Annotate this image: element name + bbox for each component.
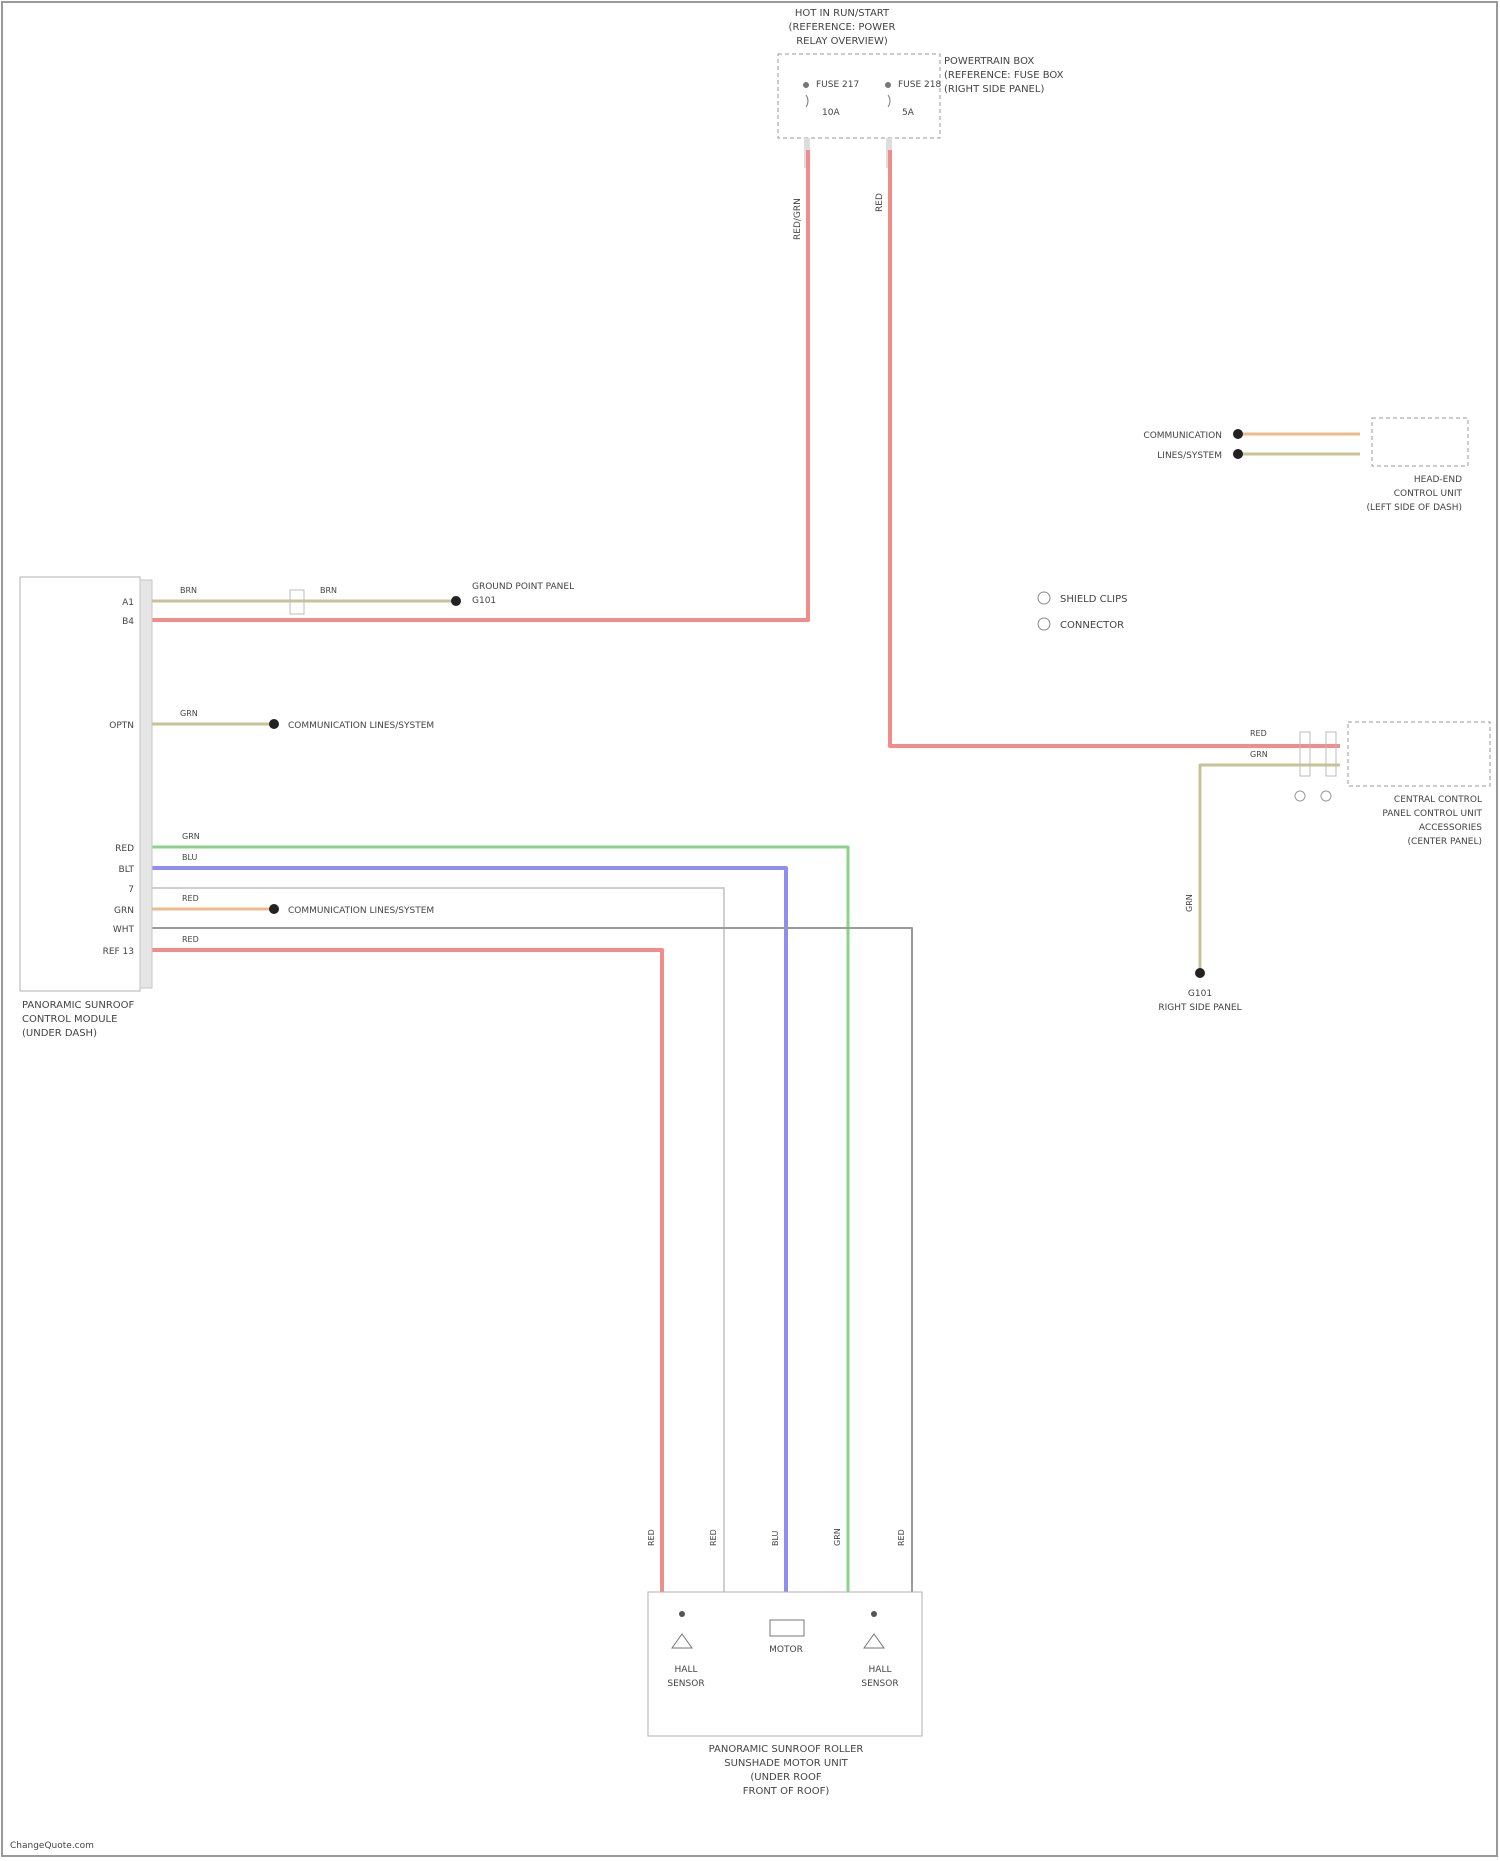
ecu-comm-label-2: LINES/SYSTEM bbox=[1157, 451, 1222, 461]
ecu-splice-2 bbox=[1233, 449, 1243, 459]
fuse-box-side-1: POWERTRAIN BOX bbox=[944, 56, 1034, 67]
wire-tag-6: RED bbox=[182, 894, 199, 903]
wire-label-top-left: RED/GRN bbox=[793, 198, 803, 240]
right-unit-label-2: PANEL CONTROL UNIT bbox=[1382, 809, 1482, 819]
left-pin-wht: WHT bbox=[113, 925, 135, 935]
left-pin-7: 7 bbox=[128, 885, 134, 895]
motor-unit-label-1: PANORAMIC SUNROOF ROLLER bbox=[709, 1744, 864, 1755]
left-pin-optn: OPTN bbox=[109, 721, 134, 731]
wire-tag-3: GRN bbox=[180, 709, 198, 718]
right-ground-label-2: RIGHT SIDE PANEL bbox=[1158, 1003, 1241, 1013]
footer-watermark: ChangeQuote.com bbox=[10, 1841, 94, 1851]
motor-unit-label-2: SUNSHADE MOTOR UNIT bbox=[724, 1758, 848, 1769]
fuse-box-side-3: (RIGHT SIDE PANEL) bbox=[944, 84, 1044, 95]
wire-tag-bottom-1: RED bbox=[647, 1529, 656, 1546]
left-pin-grn: GRN bbox=[114, 906, 134, 916]
wire-tag-4: GRN bbox=[182, 832, 200, 841]
hall-b-terminal bbox=[871, 1611, 877, 1617]
hall-a-terminal bbox=[679, 1611, 685, 1617]
right-ground-label-1: G101 bbox=[1188, 989, 1212, 999]
left-module-label-2: CONTROL MODULE bbox=[22, 1014, 117, 1025]
wire-tag-10: GRN bbox=[1185, 894, 1194, 912]
head-end-label-1: HEAD-END bbox=[1414, 475, 1462, 485]
wire-tag-1: BRN bbox=[180, 586, 197, 595]
left-pin-a1: A1 bbox=[122, 598, 134, 608]
ecu-splice-1 bbox=[1233, 429, 1243, 439]
hall-b-label-2: SENSOR bbox=[861, 1679, 898, 1689]
motor-unit-label-3: (UNDER ROOF bbox=[750, 1772, 822, 1783]
left-comm-label-2: COMMUNICATION LINES/SYSTEM bbox=[288, 906, 434, 916]
wire-tag-7: RED bbox=[182, 935, 199, 944]
legend-connector: CONNECTOR bbox=[1060, 620, 1124, 631]
wire-tag-9: GRN bbox=[1250, 750, 1268, 759]
left-ground-label: GROUND POINT PANEL bbox=[472, 582, 574, 592]
motor-label: MOTOR bbox=[769, 1645, 803, 1655]
fuse-a-amp: 10A bbox=[822, 108, 840, 118]
right-ground-splice bbox=[1195, 968, 1205, 978]
left-module-label-3: (UNDER DASH) bbox=[22, 1028, 97, 1039]
left-pin-red: RED bbox=[115, 844, 134, 854]
wire-tag-bottom-4: GRN bbox=[833, 1528, 842, 1546]
ecu-comm-label-1: COMMUNICATION bbox=[1143, 431, 1222, 441]
fuse-a-terminal bbox=[803, 82, 809, 88]
left-comm-splice-1 bbox=[269, 719, 279, 729]
wire-tag-bottom-3: BLU bbox=[771, 1530, 780, 1546]
wire-tag-bottom-5: RED bbox=[897, 1529, 906, 1546]
head-end-label-2: CONTROL UNIT bbox=[1394, 489, 1463, 499]
fuse-a-label: FUSE 217 bbox=[816, 80, 859, 90]
wire-label-top-right: RED bbox=[875, 193, 885, 212]
left-comm-label-1: COMMUNICATION LINES/SYSTEM bbox=[288, 721, 434, 731]
fuse-box-title-1: HOT IN RUN/START bbox=[795, 8, 890, 19]
fuse-box-title-2: (REFERENCE: POWER bbox=[789, 22, 896, 33]
hall-b-label-1: HALL bbox=[869, 1665, 892, 1675]
hall-a-label-2: SENSOR bbox=[667, 1679, 704, 1689]
left-pin-b4: B4 bbox=[122, 617, 134, 627]
left-module-connector bbox=[140, 580, 152, 988]
motor-unit-label-4: FRONT OF ROOF) bbox=[743, 1786, 830, 1797]
left-comm-splice-2 bbox=[269, 904, 279, 914]
left-ground-sub: G101 bbox=[472, 596, 496, 606]
legend-shield-clips: SHIELD CLIPS bbox=[1060, 594, 1127, 605]
fuse-box-title-3: RELAY OVERVIEW) bbox=[796, 36, 888, 47]
fuse-box-side-2: (REFERENCE: FUSE BOX bbox=[944, 70, 1064, 81]
wire-tag-bottom-2: RED bbox=[709, 1529, 718, 1546]
right-unit-label-4: (CENTER PANEL) bbox=[1408, 837, 1482, 847]
left-pin-ref13: REF 13 bbox=[103, 947, 134, 957]
left-pin-blt: BLT bbox=[119, 865, 135, 875]
fuse-b-label: FUSE 218 bbox=[898, 80, 941, 90]
fuse-b-amp: 5A bbox=[902, 108, 915, 118]
hall-a-label-1: HALL bbox=[675, 1665, 698, 1675]
fuse-b-terminal bbox=[885, 82, 891, 88]
wire-tag-5: BLU bbox=[182, 853, 198, 862]
left-module-label-1: PANORAMIC SUNROOF bbox=[22, 1000, 135, 1011]
left-ground-splice bbox=[451, 596, 461, 606]
right-unit-label-1: CENTRAL CONTROL bbox=[1394, 795, 1482, 805]
wire-tag-8: RED bbox=[1250, 729, 1267, 738]
right-unit-label-3: ACCESSORIES bbox=[1419, 823, 1482, 833]
head-end-label-3: (LEFT SIDE OF DASH) bbox=[1367, 503, 1462, 513]
wire-tag-2: BRN bbox=[320, 586, 337, 595]
